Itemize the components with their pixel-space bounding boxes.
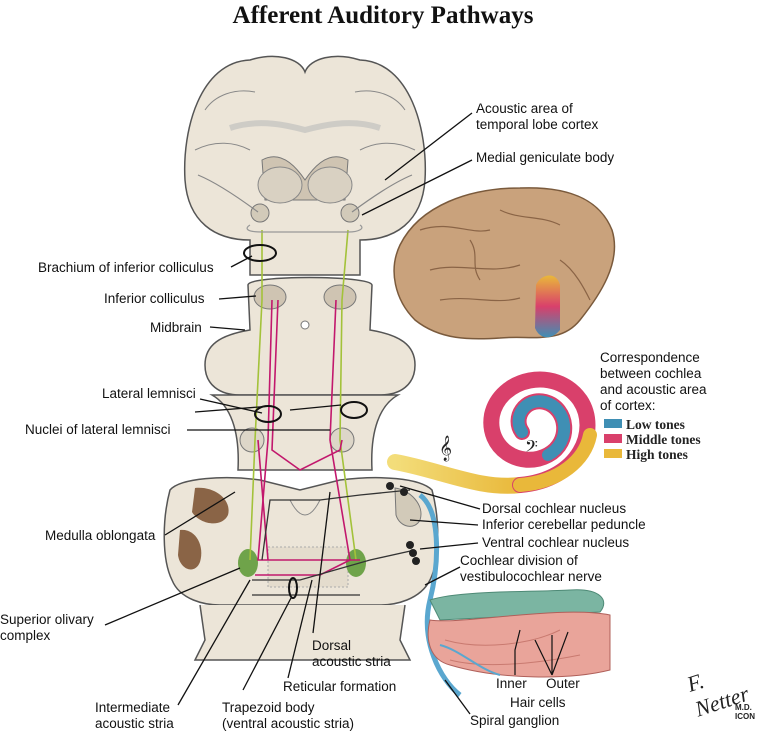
label-cochlear-division-line2: vestibulocochlear nerve bbox=[460, 569, 602, 584]
legend-title-line2: between cochlea bbox=[600, 366, 702, 381]
legend-title-line4: of cortex: bbox=[600, 398, 656, 413]
label-intermediate-stria: Intermediate acoustic stria bbox=[95, 700, 174, 732]
leader-lines bbox=[104, 112, 481, 715]
label-trapezoid-line1: Trapezoid body bbox=[222, 700, 315, 715]
legend-label-low: Low tones bbox=[626, 417, 685, 432]
label-acoustic-area-line2: temporal lobe cortex bbox=[476, 117, 599, 132]
organ-of-corti bbox=[427, 589, 611, 678]
label-midbrain: Midbrain bbox=[150, 320, 202, 335]
label-outer: Outer bbox=[546, 676, 580, 691]
label-trapezoid: Trapezoid body (ventral acoustic stria) bbox=[222, 700, 354, 732]
label-trapezoid-line2: (ventral acoustic stria) bbox=[222, 716, 355, 731]
label-spiral-ganglion: Spiral ganglion bbox=[470, 713, 560, 728]
cochlea-spiral bbox=[387, 371, 597, 494]
legend-item-high: High tones bbox=[604, 447, 688, 462]
legend-item-low: Low tones bbox=[604, 417, 685, 432]
label-dorsal-stria: Dorsal acoustic stria bbox=[312, 638, 391, 670]
label-hair-cells: Hair cells bbox=[510, 695, 566, 710]
legend-label-middle: Middle tones bbox=[626, 432, 701, 447]
lateral-brain-view bbox=[393, 187, 616, 340]
midbrain-section bbox=[204, 276, 416, 396]
signature-icon-mark: M.D. ICON bbox=[735, 703, 755, 721]
label-superior-olivary-line2: complex bbox=[0, 628, 51, 643]
coronal-brain-section bbox=[183, 55, 427, 276]
cochlear-nuclei bbox=[386, 482, 420, 565]
label-reticular: Reticular formation bbox=[283, 679, 397, 694]
label-dorsal-stria-line1: Dorsal bbox=[312, 638, 352, 653]
label-superior-olivary: Superior olivary complex bbox=[0, 612, 94, 644]
legend-swatch-middle bbox=[604, 434, 622, 443]
diagram-title: Afferent Auditory Pathways bbox=[232, 2, 534, 29]
label-cochlear-division-line1: Cochlear division of bbox=[460, 553, 578, 568]
medulla-section bbox=[163, 476, 439, 661]
legend-swatch-high bbox=[604, 449, 622, 458]
label-brachium: Brachium of inferior colliculus bbox=[38, 260, 214, 275]
auditory-pathways bbox=[246, 224, 416, 596]
label-acoustic-area: Acoustic area of temporal lobe cortex bbox=[476, 101, 598, 133]
pons-section bbox=[209, 394, 401, 471]
label-intermediate-stria-line2: acoustic stria bbox=[95, 716, 174, 731]
label-inferior-colliculus: Inferior colliculus bbox=[104, 291, 205, 306]
legend-item-middle: Middle tones bbox=[604, 432, 701, 447]
label-inner: Inner bbox=[496, 676, 527, 691]
tonotopic-cortex-strip bbox=[535, 275, 560, 338]
label-superior-olivary-line1: Superior olivary bbox=[0, 612, 94, 627]
label-acoustic-area-line1: Acoustic area of bbox=[476, 101, 573, 116]
label-nuclei-lateral-lemnisci: Nuclei of lateral lemnisci bbox=[25, 422, 171, 437]
label-medulla: Medulla oblongata bbox=[45, 528, 156, 543]
label-intermediate-stria-line1: Intermediate bbox=[95, 700, 171, 715]
label-cochlear-division: Cochlear division of vestibulocochlear n… bbox=[460, 553, 602, 585]
legend-title: Correspondence between cochlea and acous… bbox=[600, 350, 707, 414]
label-lateral-lemnisci: Lateral lemnisci bbox=[102, 386, 196, 401]
label-medial-geniculate: Medial geniculate body bbox=[476, 150, 615, 165]
legend-label-high: High tones bbox=[626, 447, 688, 462]
label-dorsal-cochlear: Dorsal cochlear nucleus bbox=[482, 501, 627, 516]
legend-title-line3: and acoustic area bbox=[600, 382, 707, 397]
label-ventral-cochlear: Ventral cochlear nucleus bbox=[482, 535, 630, 550]
legend-swatch-low bbox=[604, 419, 622, 428]
label-dorsal-stria-line2: acoustic stria bbox=[312, 654, 391, 669]
treble-clef-icon: 𝄞 bbox=[439, 435, 452, 461]
bass-clef-icon: 𝄢 bbox=[525, 436, 538, 460]
legend-title-line1: Correspondence bbox=[600, 350, 700, 365]
label-inferior-cerebellar: Inferior cerebellar peduncle bbox=[482, 517, 646, 532]
